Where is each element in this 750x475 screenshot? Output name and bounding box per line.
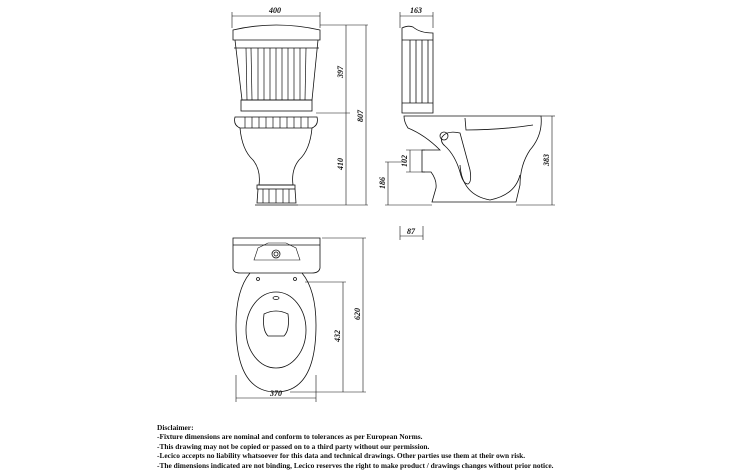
dim-102: 102 [400,155,409,167]
dim-400: 400 [268,6,281,15]
dim-87: 87 [407,227,416,236]
disclaimer-line: -Fixture dimensions are nominal and conf… [157,432,423,442]
dim-807: 807 [356,109,365,122]
dim-163: 163 [410,6,422,15]
dim-410: 410 [336,158,345,171]
dim-370: 370 [269,389,282,398]
front-view [232,24,321,206]
disclaimer: Disclaimer: -Fixture dimensions are nomi… [157,423,554,470]
dim-432: 432 [333,330,342,343]
disclaimer-line: -Lecico accepts no liability whatsoever … [157,451,526,461]
top-view [232,237,321,393]
side-view [401,25,542,203]
dimension-lines [231,12,555,402]
disclaimer-title: Disclaimer: [157,423,194,432]
dim-186: 186 [378,177,387,189]
disclaimer-line: -This drawing may not be copied or passe… [157,441,430,451]
dim-397: 397 [336,65,345,79]
dim-383: 383 [542,154,551,167]
dim-620: 620 [353,308,362,320]
disclaimer-line: -The dimensions indicated are not bindin… [157,460,554,470]
